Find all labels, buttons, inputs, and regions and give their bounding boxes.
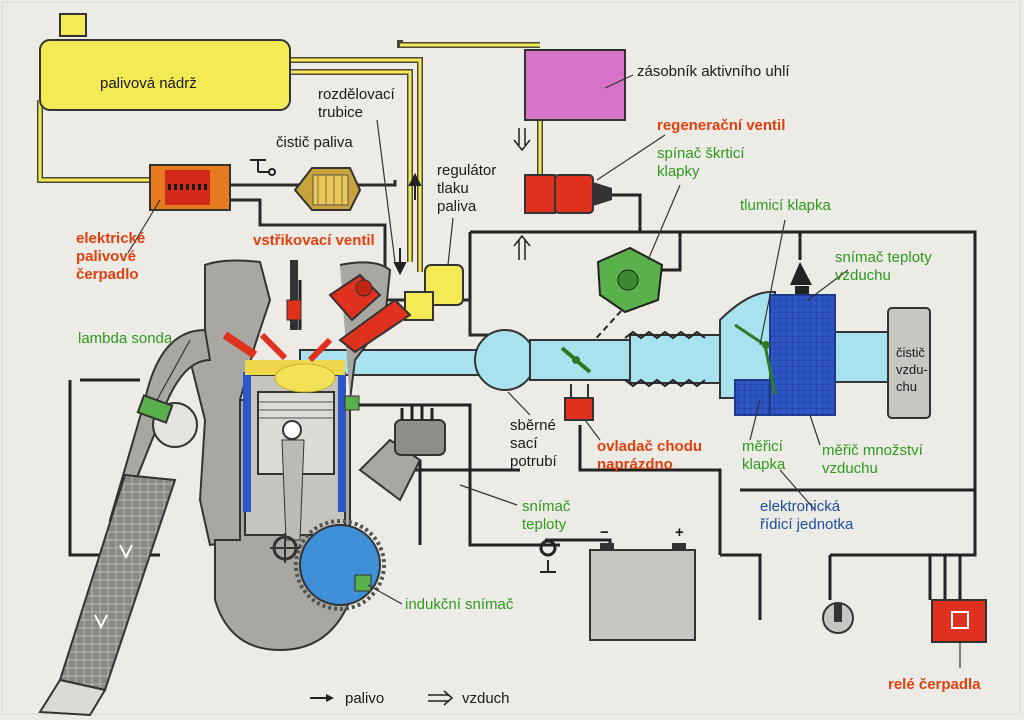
combustion-chamber: [245, 332, 345, 393]
injector: [338, 298, 412, 354]
idle-actuator: [564, 384, 594, 421]
air-flow-meter: [734, 294, 836, 416]
spark-plug: [286, 260, 302, 330]
measuring-flap-label: měřicí klapka: [742, 438, 786, 473]
air-filter: [887, 307, 931, 419]
fuel-tank: [39, 13, 291, 111]
ecu-label: elektronická řídicí jednotka: [760, 498, 854, 533]
air-temp-sensor-label: snímač teploty vzduchu: [835, 249, 932, 284]
fuel-filter-label: čistič paliva: [276, 134, 353, 151]
battery: [539, 538, 696, 641]
throttle-switch: [589, 246, 664, 346]
canister-label: zásobník aktivního uhlí: [637, 63, 790, 80]
battery-plus-label: +: [675, 524, 684, 541]
leader-lines: [127, 74, 961, 668]
intake-manifold-label: sběrné sací potrubí: [510, 417, 557, 470]
fuel-rail-label: rozdělovací trubice: [318, 86, 395, 121]
distributor: [358, 405, 446, 502]
legend-air: vzduch: [462, 690, 510, 707]
temp-sensor-label: snímač teploty: [522, 498, 571, 533]
fuel-pump: [149, 164, 231, 211]
injector-label: vstřikovací ventil: [253, 232, 375, 249]
ground-symbol: [250, 159, 276, 176]
sensor-round: [822, 602, 854, 634]
pressure-regulator-label: regulátor tlaku paliva: [437, 162, 497, 215]
carbon-canister: [524, 49, 626, 121]
air-flow-arrows: [513, 128, 531, 260]
idle-actuator-label: ovladač chodu naprázdno: [597, 438, 703, 473]
throttle-switch-label: spínač škrticí klapky: [657, 145, 745, 180]
bellows: [624, 330, 706, 388]
fuel-pipes: [230, 180, 490, 337]
fuel-lines: [37, 40, 543, 272]
piston: [257, 391, 335, 541]
air-flow-meter-label: měřič množství vzduchu: [822, 442, 923, 477]
pressure-regulator: [404, 264, 464, 321]
fuel-filter: [293, 167, 362, 211]
fuel-pump-label: elektrické palivové čerpadlo: [76, 230, 146, 283]
catalytic-converter: [38, 473, 177, 717]
air-filter-label: čistič vzdu- chu: [896, 345, 928, 394]
legend-symbols: [310, 690, 454, 706]
throttle-flap-label: tlumicí klapka: [740, 197, 831, 214]
induction-sensor: [354, 574, 372, 592]
fuel-tank-label: palivová nádrž: [100, 75, 197, 92]
battery-minus-label: −: [600, 524, 609, 541]
regen-valve: [524, 174, 612, 214]
lambda-label: lambda sonda: [78, 330, 173, 347]
regen-valve-label: regenerační ventil: [657, 117, 786, 134]
air-temp-sensor: [790, 262, 812, 294]
valves: [222, 273, 382, 359]
lambda-sensor: [136, 394, 174, 424]
coolant-temp-sensor: [344, 395, 360, 411]
legend-fuel: palivo: [345, 690, 385, 707]
fuel-flow-arrows: [393, 172, 422, 276]
induction-sensor-label: indukční snímač: [405, 596, 514, 613]
pump-relay-label: relé čerpadla: [888, 676, 981, 693]
pump-relay: [931, 599, 987, 643]
